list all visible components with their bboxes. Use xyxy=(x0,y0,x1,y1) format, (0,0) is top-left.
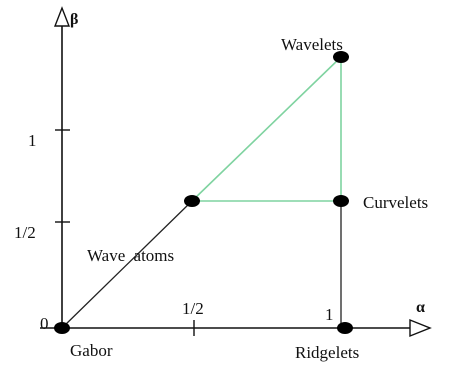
wave-atoms-node xyxy=(184,195,200,207)
origin-label: 0 xyxy=(40,314,49,333)
y-axis-label: β xyxy=(70,11,78,28)
gabor-to-wave-atoms-edge xyxy=(61,200,193,329)
y-axis-arrow xyxy=(53,6,71,27)
gabor-label: Gabor xyxy=(70,341,113,360)
wavelets-label: Wavelets xyxy=(281,35,343,54)
ridgelets-label: Ridgelets xyxy=(295,343,359,362)
ridgelets-node xyxy=(337,322,353,334)
x-tick-label-half: 1/2 xyxy=(182,299,204,318)
gabor-node xyxy=(54,322,70,334)
curvelets-node xyxy=(333,195,349,207)
x-axis-arrow xyxy=(409,318,432,338)
curvelets-label: Curvelets xyxy=(363,193,428,212)
wave-atoms-to-wavelets-edge xyxy=(191,56,342,202)
y-tick-label-half: 1/2 xyxy=(14,223,36,242)
wave-atoms-label: Wave atoms xyxy=(87,246,174,265)
y-tick-label-one: 1 xyxy=(28,131,37,150)
x-axis-label: α xyxy=(416,299,425,316)
wavelets-node xyxy=(333,51,349,63)
x-tick-label-one: 1 xyxy=(325,305,334,324)
